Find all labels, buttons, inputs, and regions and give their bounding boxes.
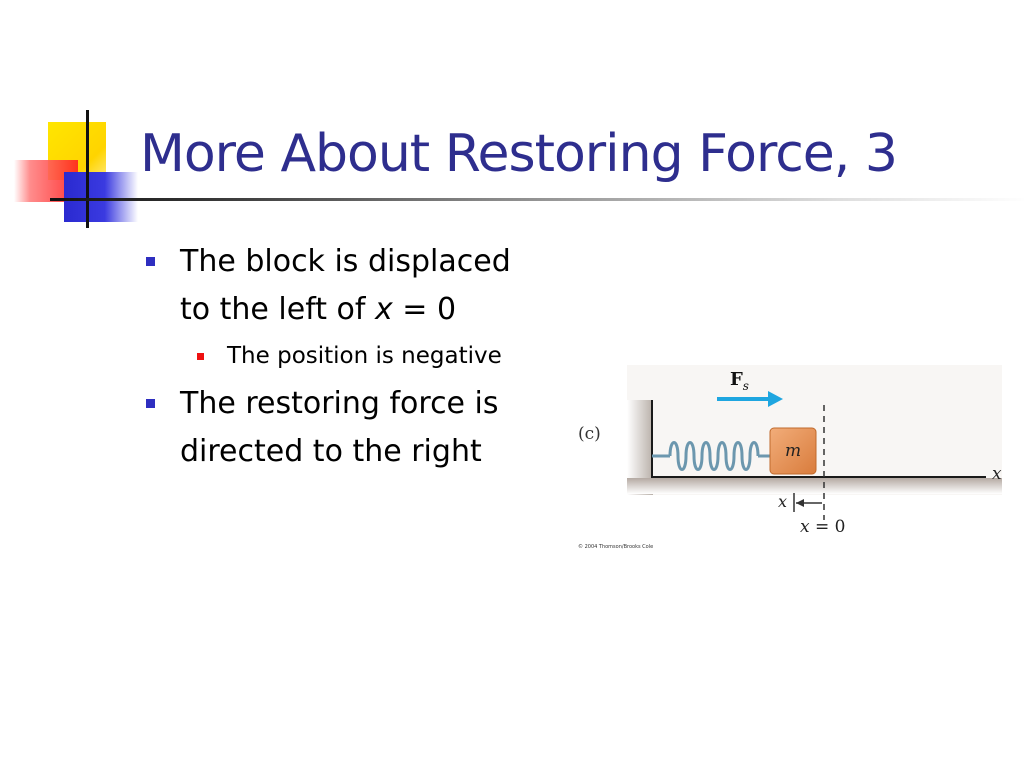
slide-title: More About Restoring Force, 3	[140, 124, 898, 184]
displacement-label: x	[778, 492, 787, 511]
bullet-text: The restoring force is directed to the r…	[180, 386, 499, 469]
bullet-text-var: x	[375, 292, 393, 327]
force-label: Fs	[730, 369, 749, 393]
bullet-text-pre: The block is displaced to the left of	[180, 244, 511, 327]
floor-shading	[627, 478, 1002, 494]
spring-mass-figure: m Fs (c) x x x = 0 © 2004 Thomson/Brooks…	[572, 360, 1002, 555]
displacement-arrowhead	[796, 499, 804, 507]
wall-floor-line	[651, 400, 986, 478]
spring-mass-diagram: m Fs (c) x x x = 0 © 2004 Thomson/Brooks…	[578, 365, 1002, 550]
force-label-sub: s	[743, 379, 749, 393]
bullet-force-right: The restoring force is directed to the r…	[140, 380, 540, 476]
panel-label: (c)	[578, 424, 601, 444]
bullet-marker	[146, 257, 155, 266]
bullet-block-displaced: The block is displaced to the left of x …	[140, 238, 540, 334]
bullet-list: The block is displaced to the left of x …	[140, 238, 540, 478]
force-label-main: F	[730, 369, 743, 390]
logo-blue-square	[64, 172, 138, 222]
origin-label-var: x	[800, 517, 810, 537]
copyright-note: © 2004 Thomson/Brooks Cole	[578, 543, 653, 550]
axis-x-label: x	[992, 464, 1002, 484]
bullet-marker	[146, 399, 155, 408]
subbullet-marker	[197, 353, 204, 360]
origin-label-eq: = 0	[810, 517, 846, 537]
bullet-text-post: = 0	[392, 292, 457, 327]
spring-coils	[668, 441, 760, 471]
subbullet-text: The position is negative	[227, 343, 502, 369]
mass-label: m	[785, 441, 801, 461]
logo-vertical-line	[86, 110, 89, 228]
origin-label: x = 0	[800, 517, 845, 537]
title-underline	[50, 198, 1024, 201]
force-arrow-head	[768, 391, 783, 407]
subbullet-position-negative: The position is negative	[140, 336, 540, 376]
mass-block	[769, 427, 817, 475]
